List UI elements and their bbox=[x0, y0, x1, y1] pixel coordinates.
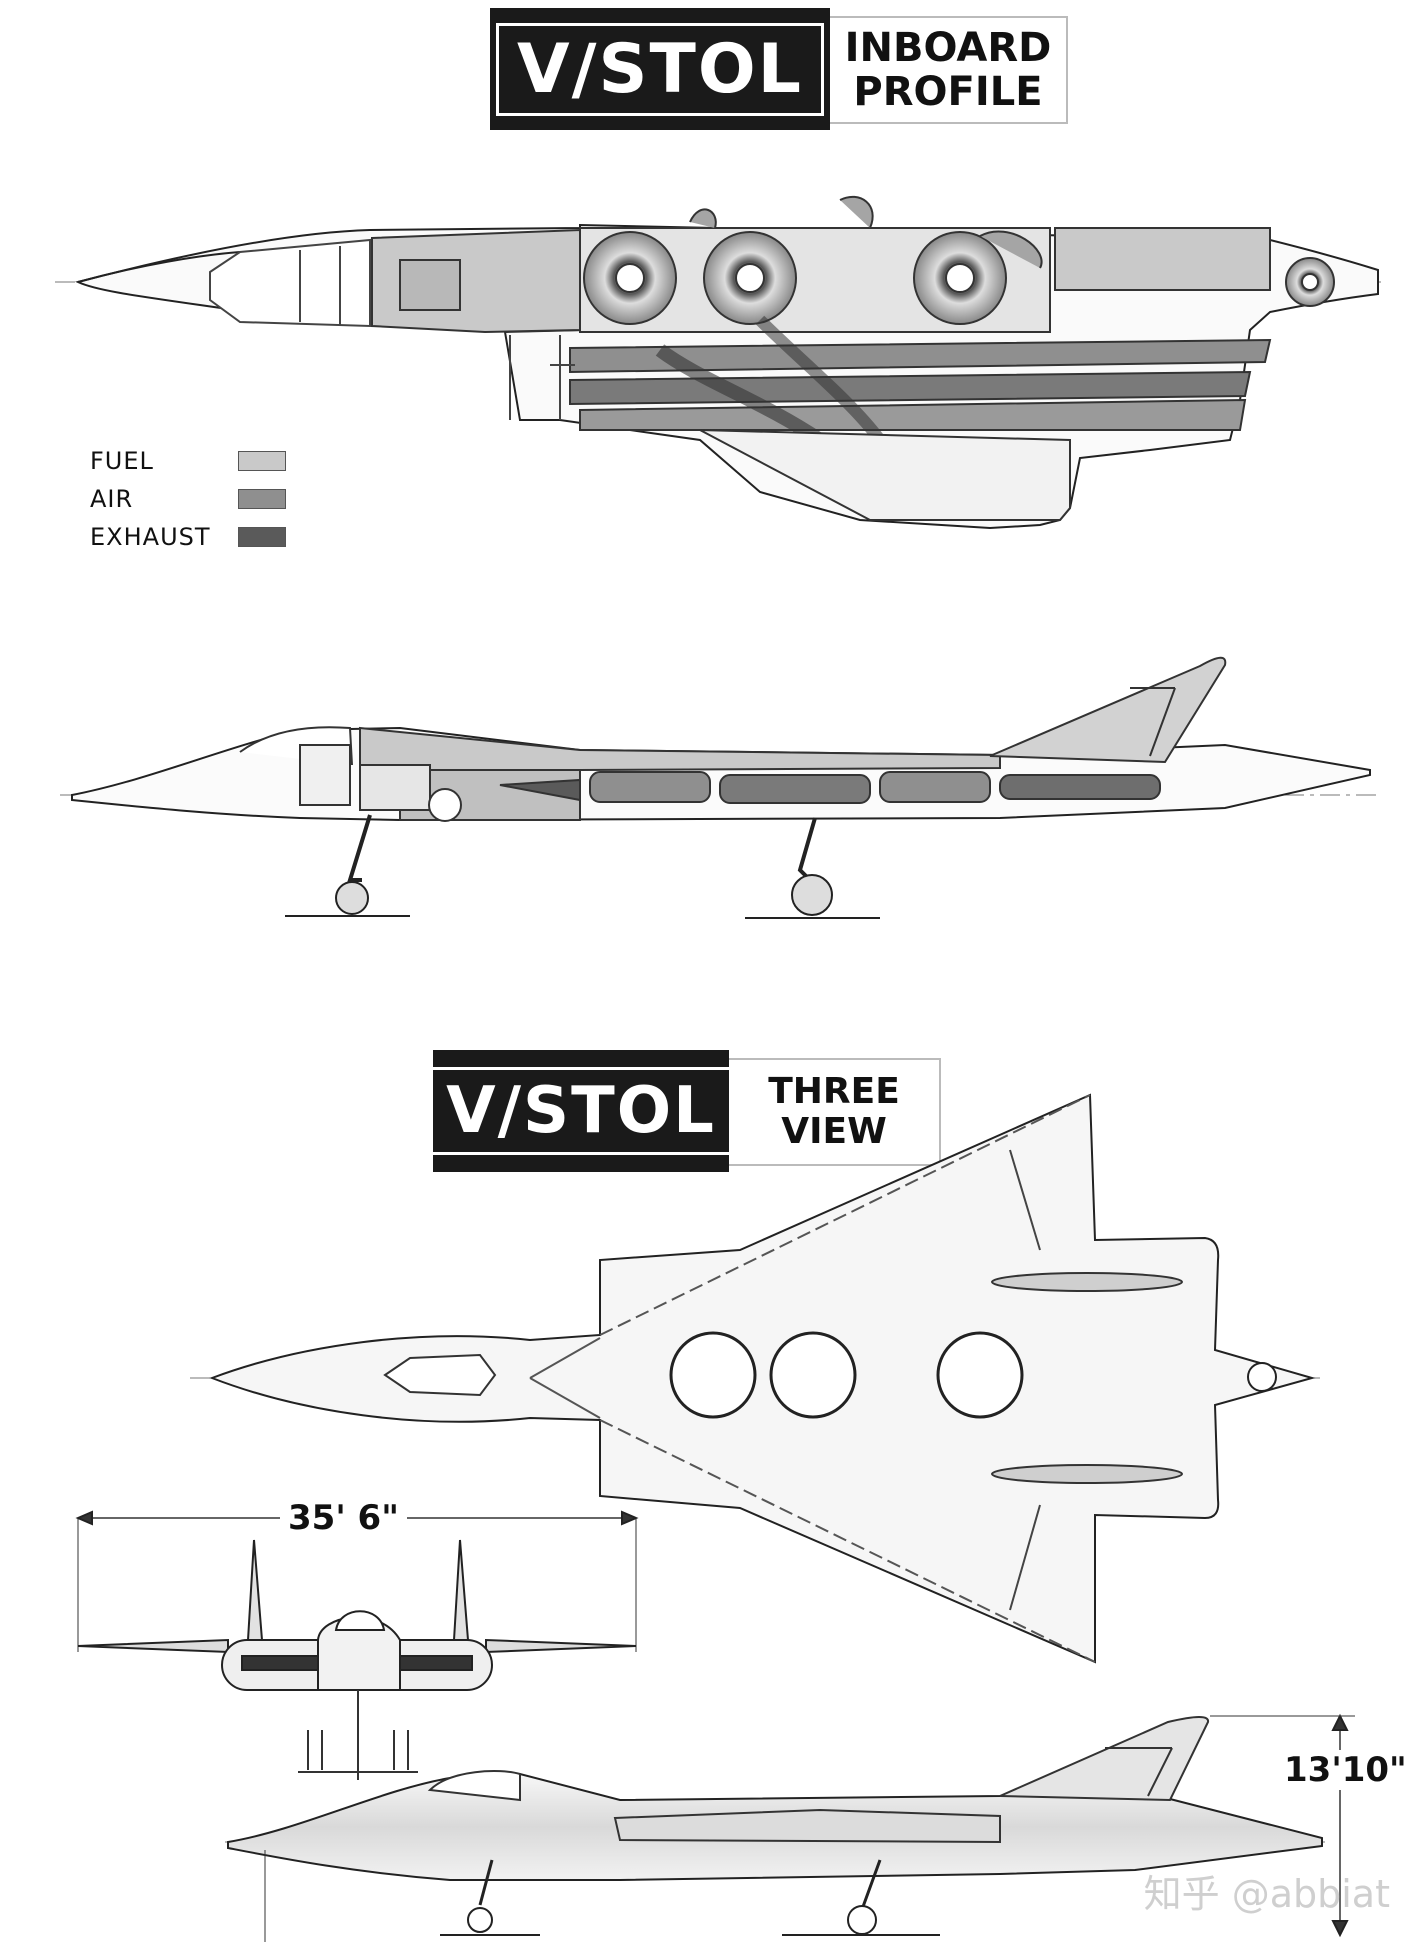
height-dimension-label: 13'10" bbox=[1284, 1750, 1407, 1790]
title-subtitle-line2: VIEW bbox=[781, 1111, 887, 1152]
legend-label: AIR bbox=[90, 485, 134, 513]
three-view-side-drawing bbox=[225, 1713, 1355, 1942]
side-profile-drawing bbox=[60, 656, 1380, 919]
inboard-profile-drawing bbox=[55, 195, 1385, 530]
legend-label: EXHAUST bbox=[90, 523, 211, 551]
span-dimension-label: 35' 6" bbox=[280, 1498, 407, 1538]
legend-item-fuel: FUEL bbox=[90, 442, 286, 480]
title-subtitle-block: INBOARD PROFILE bbox=[830, 16, 1068, 124]
title-vstol-text: V/STOL bbox=[517, 29, 803, 109]
title-subtitle-line1: THREE bbox=[768, 1071, 900, 1113]
title-vstol-block: V/STOL bbox=[490, 8, 830, 130]
watermark-text: 知乎 @abbiat bbox=[1143, 1872, 1390, 1916]
title-subtitle-line2: PROFILE bbox=[853, 69, 1043, 115]
title-subtitle-line1: INBOARD bbox=[844, 25, 1052, 71]
title-vstol-text: V/STOL bbox=[446, 1074, 716, 1148]
title-subtitle-block: THREE VIEW bbox=[729, 1058, 941, 1166]
legend-label: FUEL bbox=[90, 447, 154, 475]
inboard-profile-title: V/STOL INBOARD PROFILE bbox=[490, 8, 1068, 130]
three-view-title: V/STOL THREE VIEW bbox=[425, 1050, 941, 1172]
legend-swatch-fuel bbox=[238, 451, 286, 471]
legend-swatch-exhaust bbox=[238, 527, 286, 547]
three-view-front-drawing bbox=[75, 1510, 639, 1780]
legend-swatch-air bbox=[238, 489, 286, 509]
legend-item-air: AIR bbox=[90, 480, 286, 518]
three-view-plan-drawing bbox=[190, 1093, 1320, 1664]
legend-item-exhaust: EXHAUST bbox=[90, 518, 286, 556]
legend: FUEL AIR EXHAUST bbox=[90, 442, 286, 556]
